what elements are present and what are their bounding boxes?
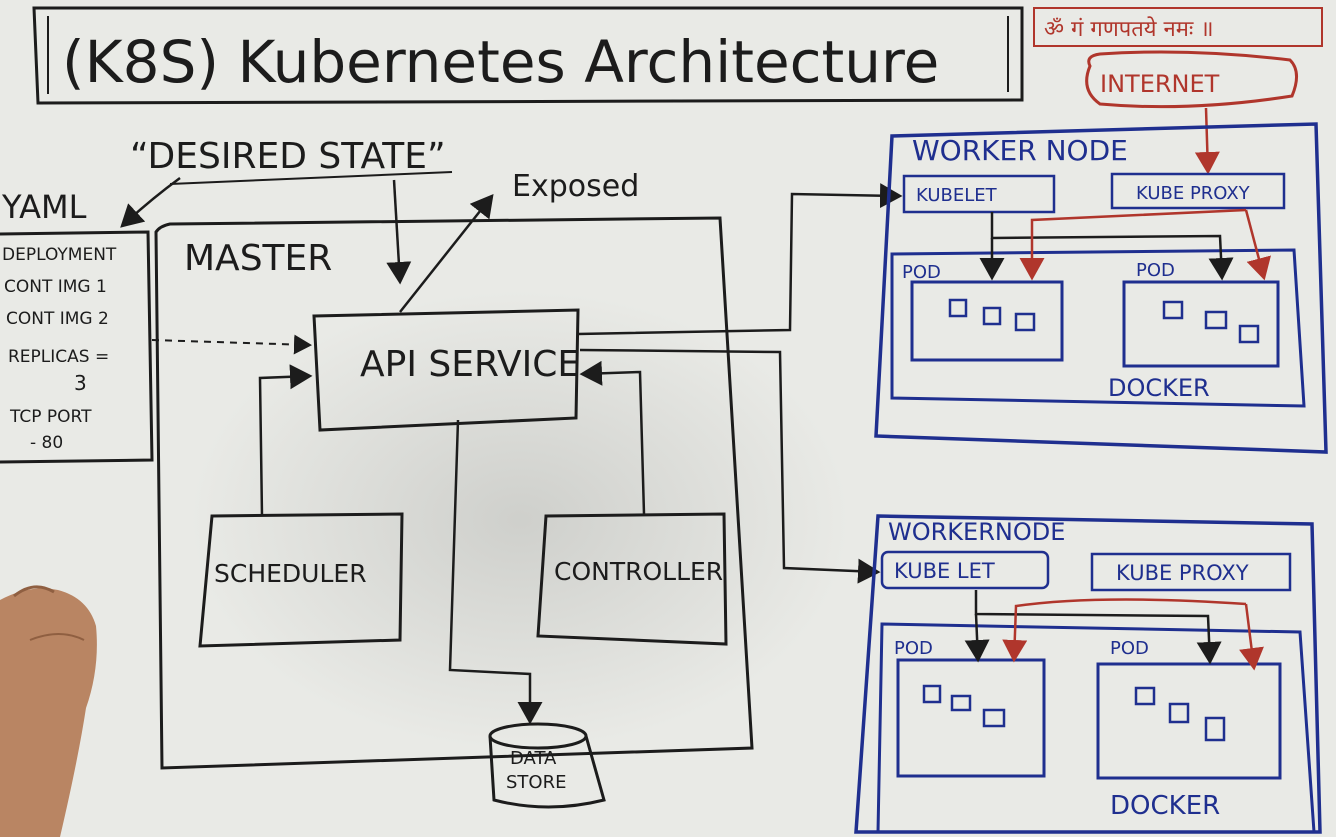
yaml-line: REPLICAS = (8, 347, 109, 367)
presenter-hand (0, 585, 97, 837)
docker-label: DOCKER (1110, 791, 1220, 821)
desired-state-label: “DESIRED STATE” (130, 136, 446, 177)
arrow-api-to-worker1 (577, 183, 903, 336)
kube-proxy-label: KUBE PROXY (1116, 561, 1249, 585)
arrow-scheduler-to-api (258, 364, 313, 517)
arrow-yaml-to-api (151, 334, 312, 355)
yaml-label: YAML (1, 188, 87, 226)
arrow-desired-to-yaml (120, 176, 181, 228)
yaml-box: DEPLOYMENT CONT IMG 1 CONT IMG 2 REPLICA… (0, 230, 154, 464)
arrow-api-to-worker2 (579, 348, 881, 584)
yaml-line: TCP PORT (9, 407, 92, 427)
kube-proxy-label: KUBE PROXY (1136, 183, 1251, 204)
yaml-line: CONT IMG 1 (4, 277, 107, 297)
docker-label: DOCKER (1108, 374, 1210, 402)
worker-node-label: WORKER NODE (912, 134, 1128, 167)
page-title: (K8S) Kubernetes Architecture (62, 28, 939, 96)
yaml-line: CONT IMG 2 (6, 309, 109, 329)
yaml-line: 3 (74, 371, 87, 395)
worker-node-1: WORKER NODE KUBELET KUBE PROXY POD POD D… (874, 122, 1328, 454)
arrow-api-exposed (399, 194, 494, 313)
pod-label: POD (1110, 638, 1149, 659)
data-store-cylinder: DATA STORE (488, 722, 606, 809)
yaml-line: - 80 (30, 433, 63, 453)
pod-label: POD (902, 262, 941, 283)
api-service-box: API SERVICE (312, 308, 580, 432)
internet-label: INTERNET (1100, 70, 1220, 98)
controller-box: CONTROLLER (536, 512, 728, 646)
scheduler-box: SCHEDULER (198, 512, 404, 648)
scheduler-label: SCHEDULER (214, 559, 367, 588)
worker-node-label: WORKERNODE (888, 518, 1065, 546)
container-icons (922, 684, 1226, 742)
master-label: MASTER (184, 238, 332, 279)
worker-node-2: WORKERNODE KUBE LET KUBE PROXY POD POD D… (854, 514, 1322, 834)
arrow-desired-to-api (386, 179, 412, 285)
api-service-label: API SERVICE (360, 344, 580, 385)
pod-label: POD (1136, 260, 1175, 281)
sanskrit-text: ॐ गं गणपतये नमः ॥ (1044, 16, 1214, 42)
container-icons (948, 298, 1260, 344)
yaml-line: DEPLOYMENT (2, 245, 117, 265)
internet-cloud: INTERNET (1085, 50, 1298, 109)
arrow-internet-to-proxy (1194, 107, 1220, 175)
data-store-label: DATA (510, 748, 557, 769)
controller-label: CONTROLLER (554, 557, 723, 586)
exposed-label: Exposed (512, 169, 639, 204)
kubelet-label: KUBE LET (894, 559, 995, 583)
data-store-label: STORE (506, 772, 566, 793)
pod-label: POD (894, 638, 933, 659)
kubelet-label: KUBELET (916, 185, 998, 206)
title-box: (K8S) Kubernetes Architecture (32, 6, 1024, 105)
sanskrit-header: ॐ गं गणपतये नमः ॥ (1033, 7, 1323, 47)
master-box: MASTER (154, 216, 754, 770)
arrow-api-to-datastore (448, 419, 543, 725)
desired-underline (169, 171, 453, 185)
arrow-controller-to-api (579, 360, 646, 515)
